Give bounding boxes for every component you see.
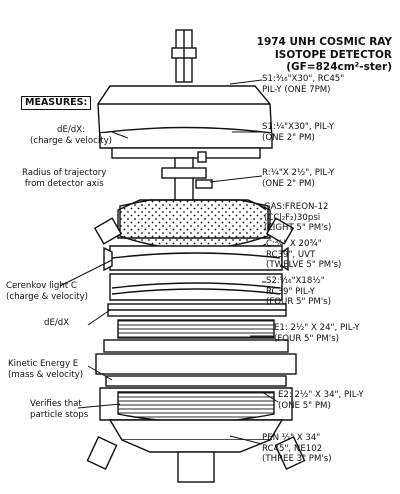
label-s2-counter: S2:⁵⁄₁₆"X18½" RC39" PIL-Y (FOUR 5" PM's) [266, 276, 331, 307]
pen-counter [86, 419, 306, 483]
label-e1-counter: E1: 2½" X 24", PIL-Y (FOUR 5" PM's) [274, 323, 360, 344]
upper-pm-tube [171, 29, 197, 83]
c-counter [103, 245, 289, 272]
detector-title: 1974 UNH COSMIC RAY ISOTOPE DETECTOR (GF… [256, 36, 392, 73]
label-dedx-upper: dE/dX: (charge & velocity) [30, 125, 113, 146]
label-verifies: Verifies that particle stops [30, 399, 89, 420]
label-c-counter: C:³⁄₄" X 20¾" RC39", UVT (TWELVE 5" PM's… [266, 239, 342, 270]
label-s1-thin: S1:¹⁄₄"X30", PIL-Y (ONE 2" PM) [262, 122, 335, 143]
gas-cerenkov [93, 199, 295, 250]
label-pen-counter: PEN ½" X 34" RC45", NE102 (THREE 3" PM's… [262, 433, 332, 464]
upper-r-counter [161, 151, 213, 203]
label-cerenkov: Cerenkov light C (charge & velocity) [6, 281, 89, 302]
label-kinetic: Kinetic Energy E (mass & velocity) [8, 359, 84, 380]
label-r-counter: R:¹⁄₄"X 2½", PIL-Y (ONE 2" PM) [262, 168, 335, 189]
s2-counter [109, 273, 283, 301]
upper-s1-counter [97, 85, 273, 159]
e2-counter [99, 375, 293, 423]
label-e2-counter: E2: 2½" X 34", PIL-Y (ONE 5" PM) [278, 390, 364, 411]
e1-counter [95, 319, 297, 375]
dedx-layer [107, 303, 287, 317]
label-trajectory: Radius of trajectory from detector axis [22, 168, 107, 189]
label-gas: GAS:FREON-12 (CCl₂F₂)30psi (EIGHT 5" PM'… [264, 202, 332, 233]
label-dedx-lower: dE/dX [44, 318, 70, 328]
measures-heading: MEASURES: [21, 96, 92, 110]
label-s1-thick: S1:³⁄₁₆"X30", RC45" PIL-Y (ONE 7PM) [262, 74, 345, 95]
